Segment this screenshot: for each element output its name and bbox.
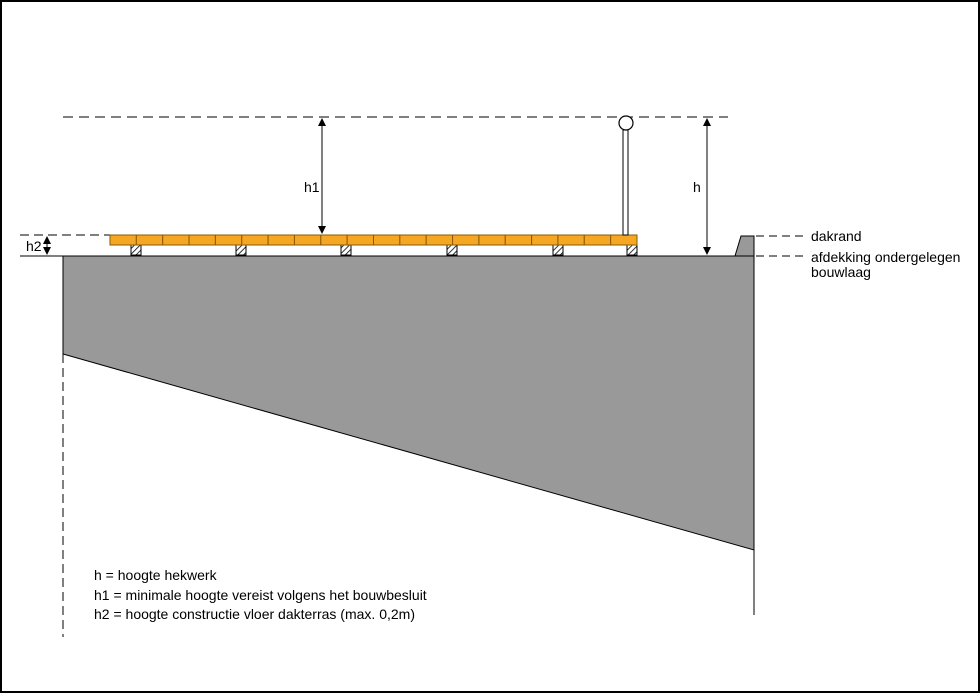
deck-board: [162, 234, 190, 246]
roof-edge-upstand: [734, 235, 755, 257]
underlying-cover-label-line2: bouwlaag: [811, 264, 871, 280]
deck-board: [293, 234, 322, 246]
deck-board: [610, 234, 638, 246]
hatched-support-icon: [552, 244, 564, 256]
deck-board: [425, 234, 454, 246]
hatched-support-icon: [446, 244, 458, 256]
legend-item-h: h = hoogte hekwerk: [94, 567, 218, 583]
deck-board: [188, 234, 216, 246]
roof-body: [62, 255, 755, 551]
deck-board: [135, 234, 164, 246]
deck-board: [267, 234, 295, 246]
deck-board: [452, 234, 480, 246]
deck-board: [109, 234, 137, 246]
hatched-support-icon: [235, 244, 247, 256]
deck-board: [557, 234, 585, 246]
hatched-support-icon: [130, 244, 142, 256]
legend-item-h2: h2 = hoogte constructie vloer dakterras …: [94, 606, 415, 622]
deck-board: [320, 234, 348, 246]
legend-item-h1: h1 = minimale hoogte vereist volgens het…: [94, 587, 427, 603]
roof-edge-label: dakrand: [811, 228, 862, 244]
legend: h = hoogte hekwerk h1 = minimale hoogte …: [94, 567, 427, 622]
deck-board: [346, 234, 374, 246]
deck-board: [478, 234, 506, 246]
deck-board: [583, 234, 612, 246]
deck-board: [504, 234, 533, 246]
h-label: h: [693, 179, 701, 195]
h1-label: h1: [304, 179, 320, 195]
deck-board: [214, 234, 243, 246]
deck-supports: [130, 244, 638, 256]
underlying-cover-label-line1: afdekking ondergelegen: [811, 249, 960, 265]
deck-board: [373, 234, 401, 246]
hatched-support-icon: [340, 244, 352, 256]
h2-label: h2: [26, 238, 42, 254]
deck-board: [531, 234, 559, 246]
hatched-support-icon: [626, 244, 638, 256]
deck-boards: [109, 234, 638, 246]
deck-board: [241, 234, 269, 246]
railing-post-icon: [618, 115, 634, 236]
deck-board: [399, 234, 427, 246]
